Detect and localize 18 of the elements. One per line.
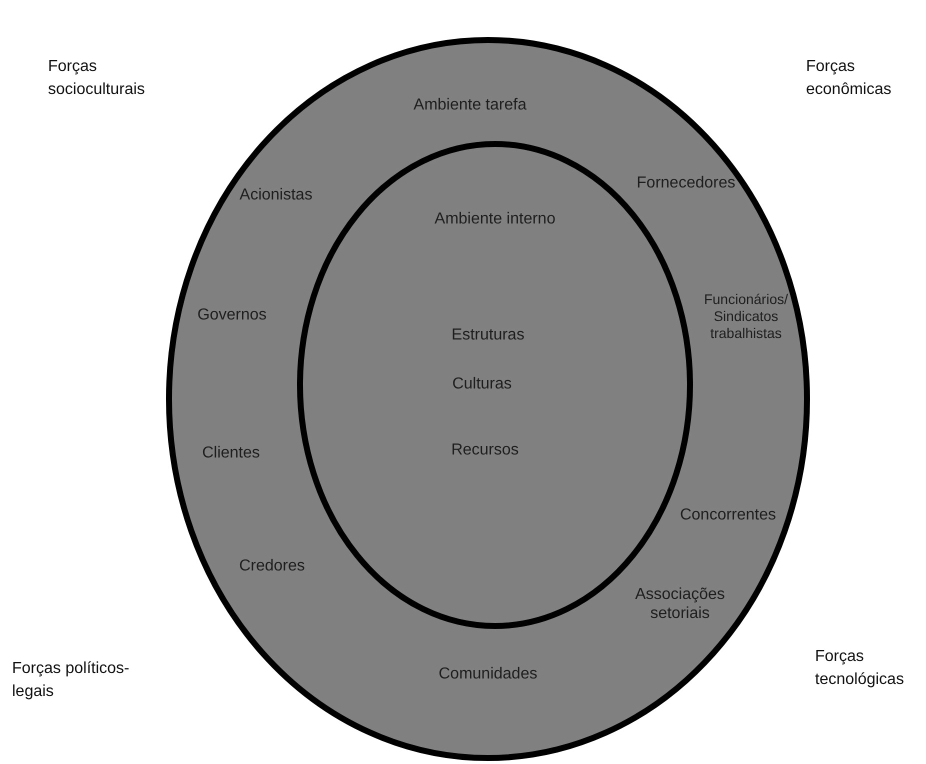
environment-label: Acionistas <box>238 185 314 205</box>
environment-label: Culturas <box>451 374 513 394</box>
environment-label: Governos <box>196 305 268 325</box>
environment-label: Fornecedores <box>636 173 736 193</box>
environment-label: Clientes <box>201 443 261 463</box>
environment-label: Comunidades <box>438 664 538 684</box>
environment-label: Ambiente interno <box>434 209 556 229</box>
environment-label: Recursos <box>450 440 520 460</box>
environment-label: Credores <box>238 556 306 576</box>
force-label: Forças políticos-legais <box>12 659 130 702</box>
force-label: Forças tecnológicas <box>815 647 905 690</box>
environment-label: Ambiente tarefa <box>412 95 528 115</box>
environment-label: Funcionários/ Sindicatos trabalhistas <box>702 290 790 342</box>
environment-label: Estruturas <box>450 325 526 345</box>
force-label: Forças econômicas <box>806 57 892 100</box>
environment-label: Associações setoriais <box>634 584 726 624</box>
environment-label: Concorrentes <box>678 505 778 525</box>
force-label: Forças socioculturais <box>48 57 146 100</box>
